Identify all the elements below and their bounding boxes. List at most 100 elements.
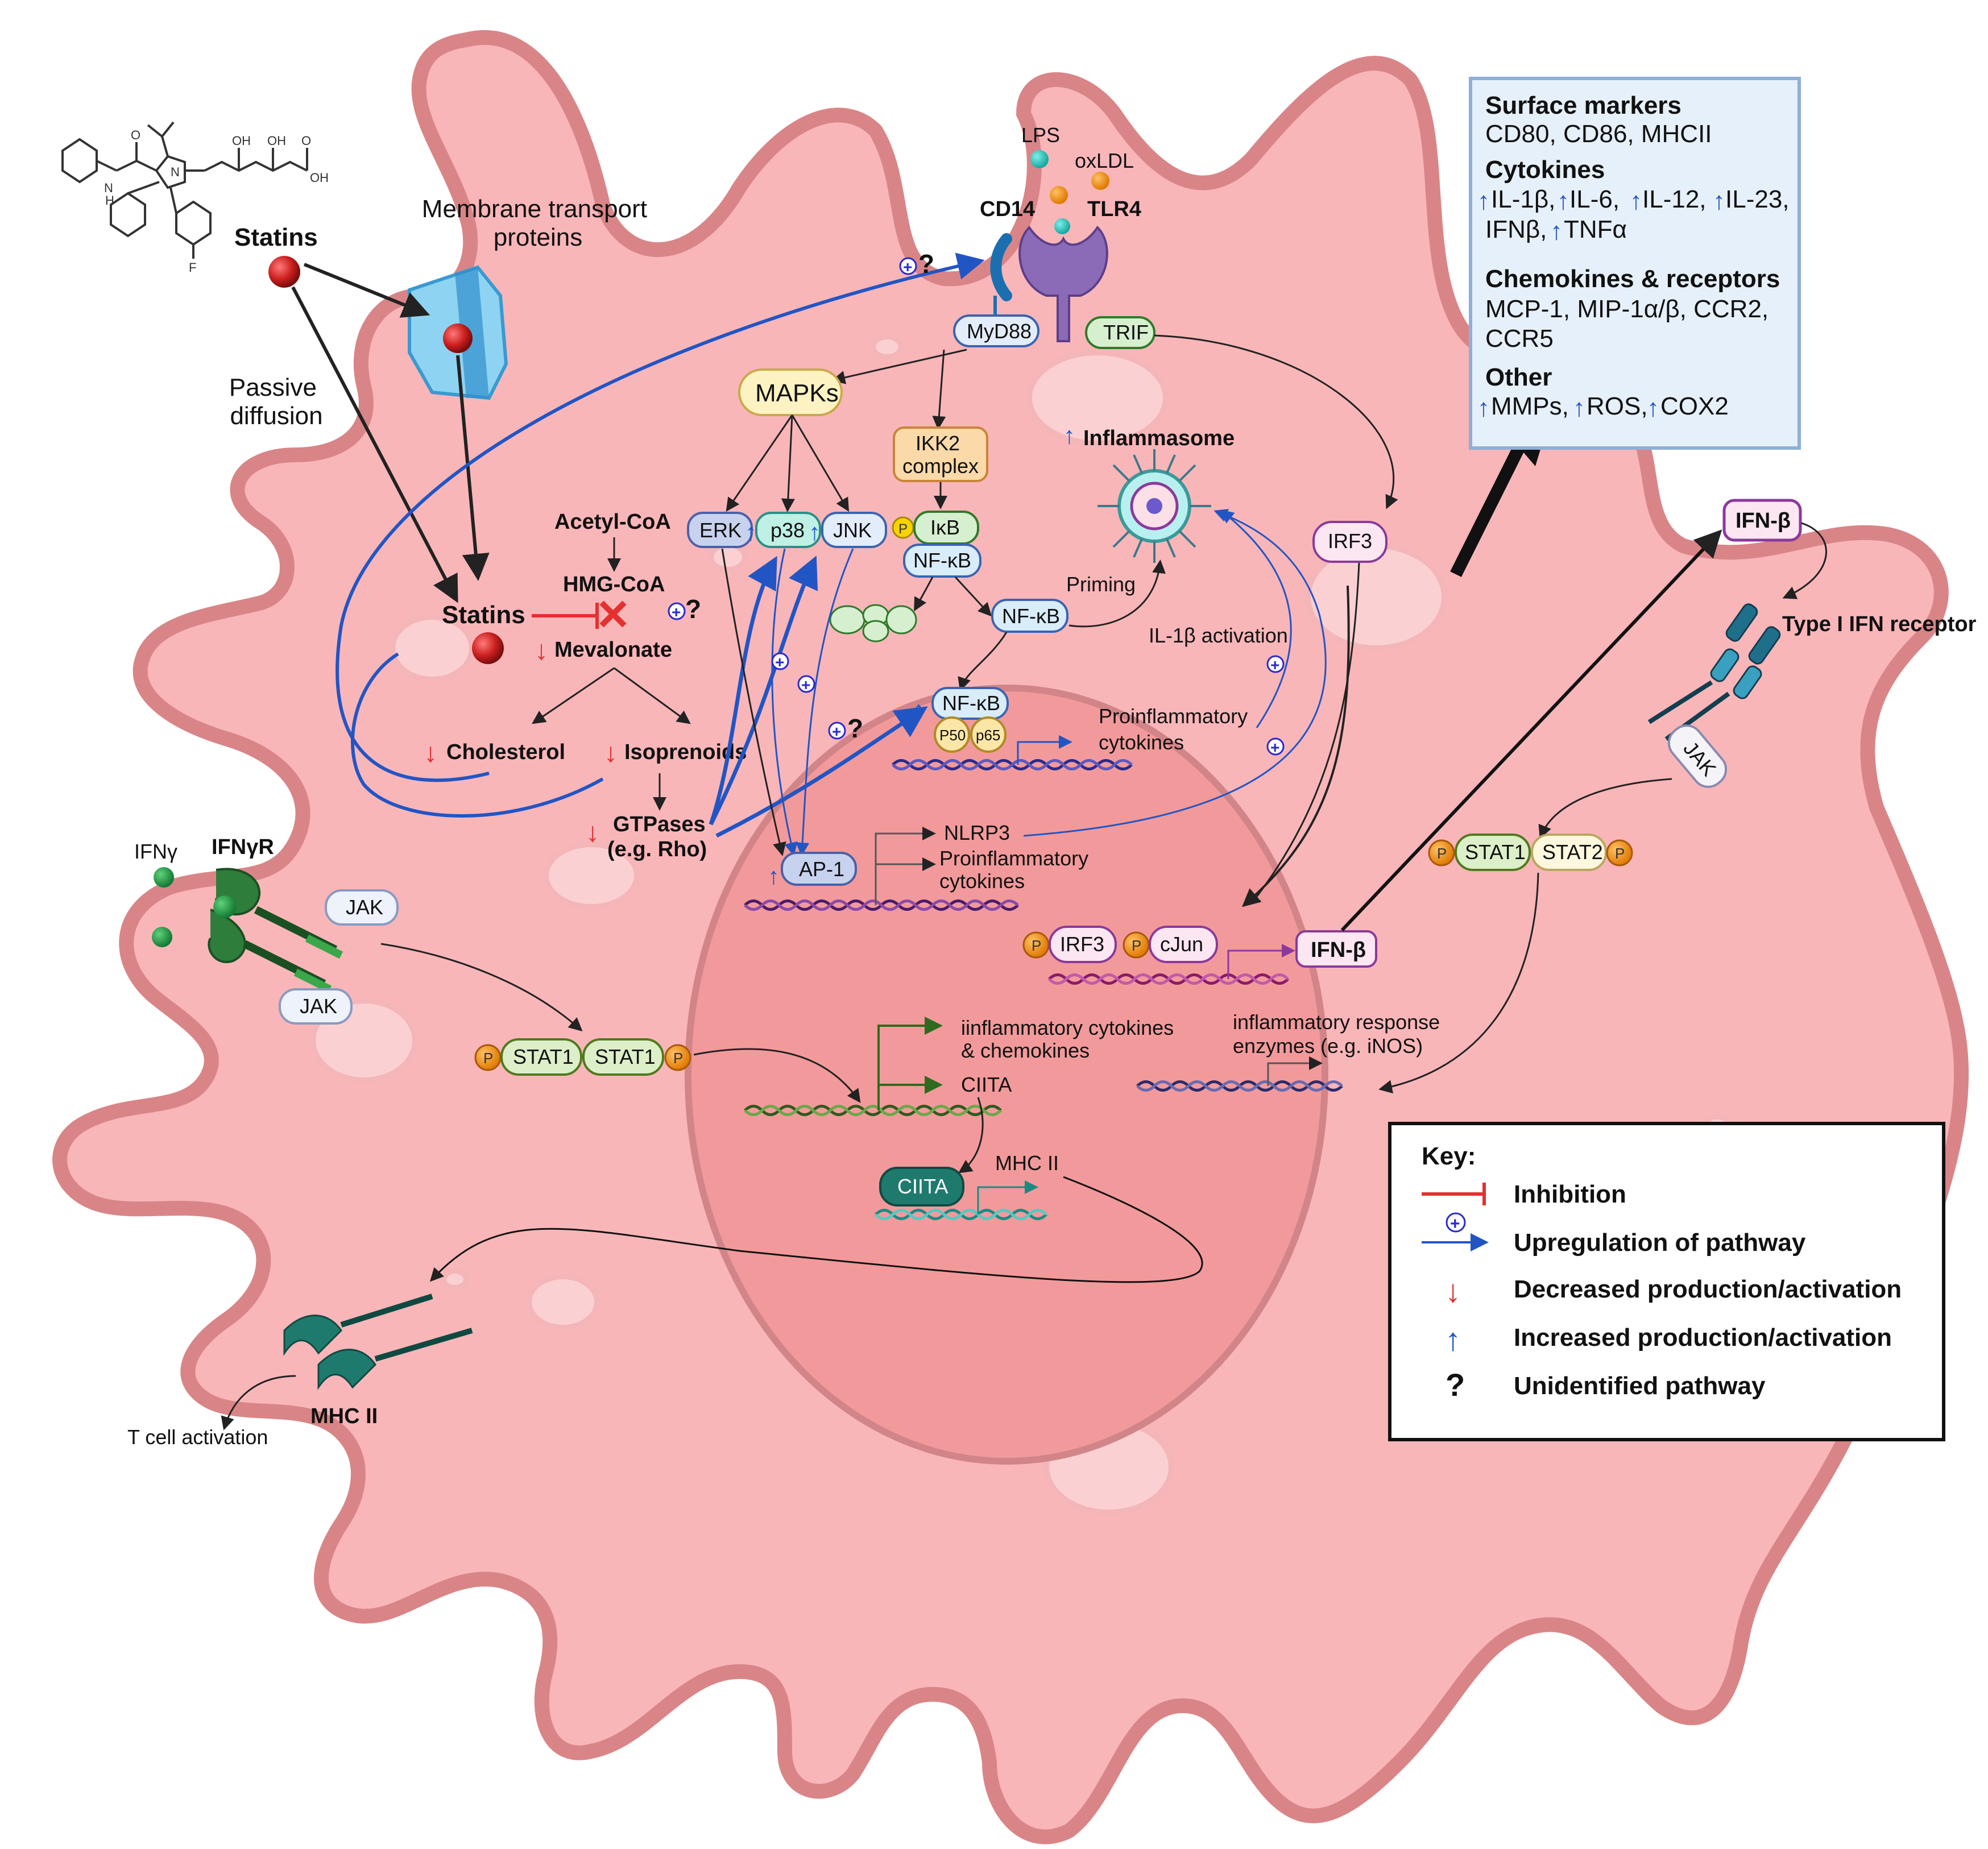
svg-text:TNFα: TNFα	[1564, 215, 1627, 243]
inflammasome-complex	[1097, 449, 1211, 563]
svg-text:IL-6,: IL-6,	[1569, 185, 1620, 213]
svg-text:STAT1: STAT1	[595, 1045, 656, 1068]
p38-increase-icon: ↑	[745, 519, 757, 545]
key-box	[1388, 1122, 1945, 1441]
svg-text:P: P	[1615, 845, 1625, 862]
cholesterol-label: Cholesterol	[446, 740, 565, 764]
ifnb-nuclear-node: IFN-β	[1295, 930, 1377, 968]
ifngr-label: IFNγR	[212, 835, 274, 859]
ifng-molecule	[154, 867, 174, 888]
ifng-molecule-2	[152, 927, 172, 947]
lps-label: LPS	[1021, 123, 1060, 147]
chemokines-title: Chemokines & receptors	[1485, 265, 1780, 293]
il1b-activation-label: IL-1β activation	[1149, 624, 1288, 647]
lps-molecule	[1030, 150, 1049, 168]
gtpases-to-p38-upregulation	[709, 555, 777, 826]
gtpases-label: GTPases (e.g. Rho)	[607, 812, 711, 861]
svg-text:O: O	[131, 128, 140, 142]
jnk-node: JNK	[821, 512, 887, 548]
key-increase-label: Increased production/activation	[1514, 1324, 1892, 1351]
ap1-increase-icon: ↑	[768, 863, 780, 889]
key-increase-icon: ↑	[1445, 1321, 1461, 1357]
svg-text:NF-κB: NF-κB	[1002, 604, 1060, 628]
cd14-receptor	[990, 233, 1012, 301]
plus-icon: +	[1270, 656, 1279, 674]
info-box-arrow	[1450, 435, 1530, 577]
type1-ifn-receptor-label: Type I IFN receptor	[1782, 612, 1977, 636]
gtpases-decrease-icon: ↓	[586, 818, 599, 848]
svg-text:AP-1: AP-1	[799, 857, 844, 881]
mhcii-export-arrow	[429, 1176, 1203, 1283]
svg-text:OH: OH	[267, 134, 286, 148]
svg-text:NF-κB: NF-κB	[913, 549, 971, 572]
mhcii-gene-label: MHC II	[995, 1151, 1059, 1175]
svg-text:IFN-β: IFN-β	[1311, 938, 1366, 962]
passive-diffusion-label: Passive diffusion	[229, 374, 324, 430]
membrane-transport-protein	[408, 265, 508, 400]
dna-stat1	[744, 1105, 1002, 1116]
isoprenoids-loop-upregulation	[351, 652, 604, 818]
cytokines-line-2: IFNβ, ↑ TNFα	[1485, 215, 1627, 245]
priming-label: Priming	[1066, 573, 1136, 596]
iinflam-label: iinflammatory cytokines & chemokines	[961, 1016, 1179, 1062]
svg-text:IRF3: IRF3	[1060, 932, 1104, 956]
proinflam-nfkb-label: Proinflammatory cytokines	[1099, 704, 1253, 754]
hmg-coa-label: HMG-CoA	[563, 573, 665, 596]
plus-icon: +	[775, 653, 784, 671]
nfkb-to-inflammasome-upregulation	[1220, 509, 1292, 728]
dna-enzymes	[1136, 1080, 1343, 1092]
statins-label-mid: Statins	[442, 601, 525, 629]
svg-text:TRIF: TRIF	[1103, 321, 1149, 344]
unidentified-pathway-icon: ?	[918, 249, 934, 279]
lps-bound	[1054, 218, 1070, 234]
ap1-node: AP-1	[781, 852, 857, 886]
stat1-stat2-dimer: P STAT1 STAT2 P	[1428, 834, 1633, 871]
ifng-label: IFNγ	[134, 840, 177, 863]
unidentified-pathway-icon: ?	[847, 714, 863, 743]
svg-text:P: P	[483, 1050, 493, 1067]
tlr4-receptor	[1018, 225, 1108, 342]
svg-text:JNK: JNK	[833, 519, 872, 542]
dna-ap1	[744, 899, 1019, 911]
statins-label-top: Statins	[234, 223, 318, 251]
statin-passive-arrow	[291, 286, 458, 603]
proinflam-ap1-label: Proinflammatory cytokines	[939, 847, 1094, 893]
svg-text:ROS,: ROS,	[1587, 392, 1648, 420]
plus-icon: +	[1270, 739, 1279, 756]
svg-text:MMPs,: MMPs,	[1491, 392, 1569, 420]
inflammasome-increase-icon: ↑	[1063, 422, 1075, 449]
nfkb-free-node: NF-κB	[991, 599, 1068, 633]
svg-text:↑: ↑	[1630, 187, 1642, 215]
key-title: Key:	[1422, 1142, 1476, 1170]
dna-nfkb	[892, 759, 1133, 770]
svg-text:MyD88: MyD88	[967, 320, 1032, 343]
plus-icon: +	[832, 723, 841, 740]
mapks-node: MAPKs	[738, 368, 843, 416]
cytokines-title: Cytokines	[1485, 156, 1605, 184]
mhcii-surface-receptor	[283, 1294, 473, 1390]
svg-text:↑: ↑	[1550, 217, 1563, 245]
key-question-icon: ?	[1446, 1367, 1465, 1403]
svg-text:IL-1β,: IL-1β,	[1491, 185, 1555, 213]
svg-text:NF-κB: NF-κB	[942, 691, 1000, 715]
svg-text:IκB: IκB	[930, 516, 960, 539]
block-x-icon	[599, 600, 627, 628]
priming-arrow	[1068, 559, 1166, 628]
mevalonate-decrease-icon: ↓	[535, 636, 548, 666]
svg-text:N: N	[104, 181, 113, 195]
other-title: Other	[1485, 363, 1552, 391]
svg-text:N: N	[171, 165, 180, 179]
svg-text:P: P	[673, 1050, 683, 1067]
svg-text:P: P	[898, 521, 908, 537]
unidentified-pathway-icon: ?	[685, 594, 701, 624]
tlr4-label: TLR4	[1087, 197, 1141, 221]
mhcii-surface-label: MHC II	[310, 1404, 378, 1428]
surface-markers-title: Surface markers	[1485, 92, 1681, 119]
cytokines-line-1: ↑ IL-1β, ↑ IL-6, ↑ IL-12, ↑ IL-23,	[1477, 185, 1790, 215]
svg-text:STAT1: STAT1	[513, 1045, 574, 1068]
myd88-adaptor: MyD88	[953, 314, 1039, 347]
svg-text:IL-23,: IL-23,	[1725, 185, 1790, 213]
ifnb-export-arrow	[1340, 529, 1722, 932]
jak-type1-node: JAK	[1667, 724, 1728, 788]
